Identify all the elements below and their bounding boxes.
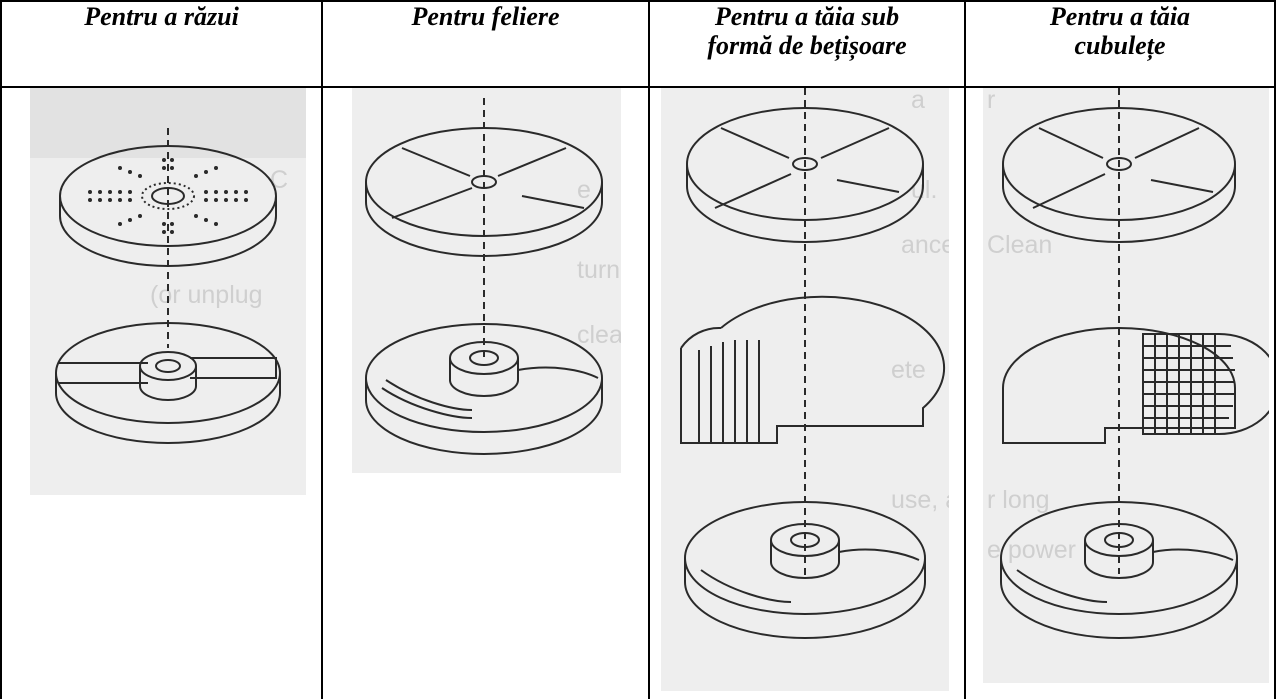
svg-text:clean: clean [577, 321, 621, 349]
svg-text:ul.: ul. [911, 176, 937, 204]
svg-text:ance su: ance su [901, 231, 949, 259]
column-divider [648, 0, 650, 699]
header-line: Pentru a tăia sub [714, 2, 900, 31]
julienne-disc-illustration: a ul. ance su ete use, after [661, 88, 949, 691]
header-line: Pentru a tăia [1049, 2, 1191, 31]
header-line: cubulețe [1074, 31, 1166, 60]
table-border-right [1274, 0, 1276, 699]
svg-text:Clean: Clean [987, 231, 1052, 259]
svg-text:use, after: use, after [891, 486, 949, 514]
svg-text:(or unplug: (or unplug [150, 281, 263, 309]
svg-text:turning off: turning off [577, 256, 621, 284]
svg-text:r: r [987, 88, 995, 114]
table-border-top [2, 0, 1274, 2]
svg-text:e: e [577, 176, 591, 204]
table-header-divider [2, 86, 1274, 88]
svg-text:r long: r long [987, 486, 1050, 514]
table-border-left [0, 0, 2, 699]
grating-disc-illustration: C (or unplug [30, 88, 306, 495]
header-grating: Pentru a răzui [2, 2, 321, 88]
svg-text:a: a [911, 88, 925, 114]
svg-text:C: C [270, 166, 288, 194]
julienne-disc-icon [680, 88, 946, 639]
svg-text:ete: ete [891, 356, 926, 384]
header-line: Pentru a răzui [84, 2, 239, 31]
header-julienne: Pentru a tăia sub formă de bețișoare [650, 2, 964, 88]
slicing-disc-icon [365, 98, 603, 455]
slicing-disc-illustration: e turning off clean [352, 88, 621, 473]
grating-disc-icon [55, 128, 281, 444]
header-line: Pentru feliere [411, 2, 560, 31]
column-divider [321, 0, 323, 699]
dicing-disc-icon [1000, 88, 1269, 639]
dicing-disc-illustration: r Clean r long e power [983, 88, 1269, 683]
column-divider [964, 0, 966, 699]
header-line: formă de bețișoare [707, 31, 907, 60]
header-dicing: Pentru a tăia cubulețe [966, 2, 1274, 88]
header-slicing: Pentru feliere [323, 2, 648, 88]
